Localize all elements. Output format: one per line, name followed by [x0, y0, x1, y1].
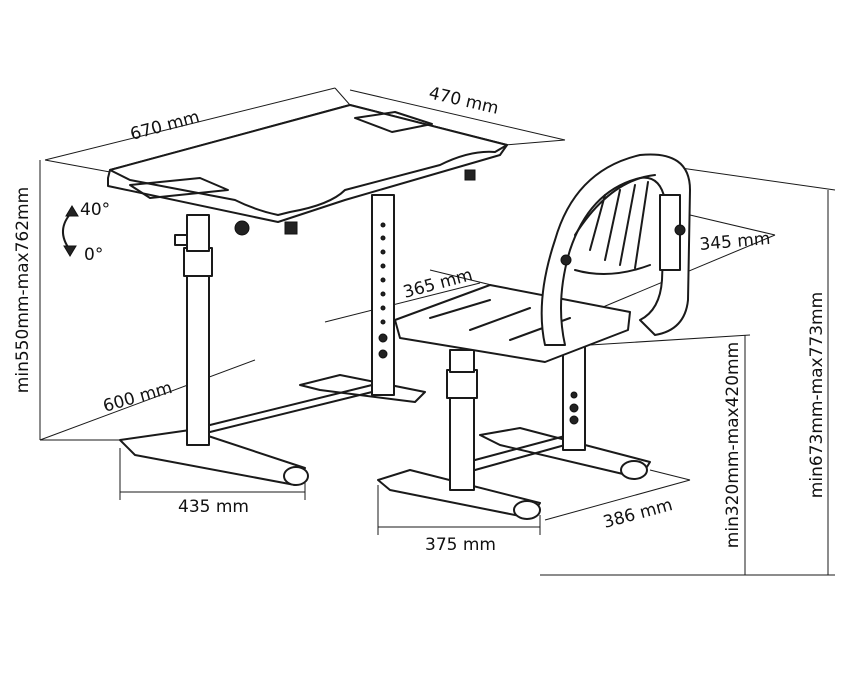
- desk-height-label: min550mm-max762mm: [13, 187, 33, 393]
- tilt-max-label: 40°: [80, 200, 110, 220]
- arrowheads-icon: [63, 205, 79, 257]
- tilt-arrow-icon: [62, 211, 73, 251]
- chair-height-label: min673mm-max773mm: [807, 292, 827, 498]
- chair-foot-depth-label: 386 mm: [601, 495, 675, 533]
- desk-depth-label: 470 mm: [427, 83, 501, 118]
- desk-width-label: 670 mm: [128, 107, 202, 145]
- seat-height-label: min320mm-max420mm: [723, 342, 743, 548]
- desk-leg-span-label: 600 mm: [101, 378, 175, 417]
- desk-foot-width-label: 435 mm: [178, 497, 249, 517]
- tilt-min-label: 0°: [84, 245, 103, 265]
- desk: [107, 104, 508, 486]
- seat-depth-label: 345 mm: [699, 229, 771, 255]
- height-holes: [378, 222, 388, 359]
- chair-foot-width-label: 375 mm: [425, 535, 496, 555]
- chair: [377, 153, 691, 520]
